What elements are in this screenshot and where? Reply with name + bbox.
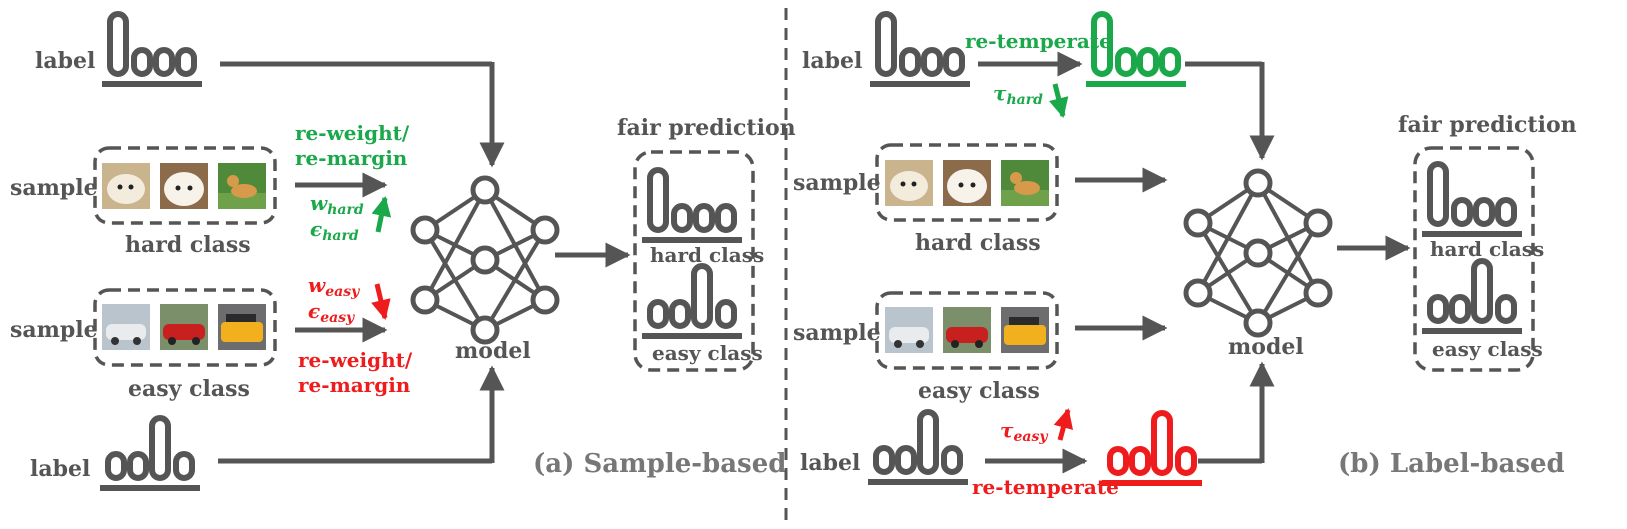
car-photo — [102, 304, 266, 350]
left-label-bottom: label — [30, 456, 90, 482]
right-tau-easy: τeasy — [1000, 418, 1048, 445]
left-pred-hard: hard class — [650, 243, 764, 267]
right-pred-easy: easy class — [1432, 337, 1543, 361]
left-easy-class: easy class — [128, 376, 250, 402]
left-hard-op-2: re-margin — [295, 146, 408, 170]
left-pred-easy: easy class — [652, 341, 763, 365]
hard-sample-box — [93, 146, 277, 225]
left-model: model — [455, 338, 531, 364]
left-sample-bottom: sample — [10, 317, 98, 343]
right-hard-sample-box — [875, 143, 1059, 222]
car-photo-right — [885, 307, 1049, 353]
easy-sample-box — [93, 288, 277, 367]
retemperated-easy-histogram-icon — [1102, 413, 1202, 483]
left-label-top: label — [35, 48, 95, 74]
right-label-bottom: label — [800, 450, 860, 476]
neural-network-icon-right — [1186, 171, 1330, 335]
dog-photo — [102, 163, 266, 209]
easy-label-histogram-icon-right — [868, 412, 968, 482]
easy-prediction-histogram-icon-right — [1422, 261, 1522, 331]
left-easy-op-1: re-weight/ — [298, 348, 413, 372]
right-label-top: label — [802, 48, 862, 74]
right-model: model — [1228, 334, 1304, 360]
left-prediction-box — [633, 150, 755, 372]
right-prediction-box — [1413, 146, 1535, 372]
left-hard-class: hard class — [125, 232, 251, 258]
left-hard-op-1: re-weight/ — [295, 121, 410, 145]
left-w-easy: weasy — [308, 273, 360, 300]
right-hard-class: hard class — [915, 230, 1041, 256]
left-eps-easy: ϵeasy — [308, 299, 355, 326]
tau-hard-down-arrow-icon — [1048, 83, 1069, 118]
easy-prediction-histogram-icon — [642, 266, 742, 336]
hard-label-histogram-icon-right — [870, 14, 970, 84]
left-w-hard: whard — [310, 191, 364, 218]
easy-label-histogram-icon — [100, 418, 200, 488]
left-sample-top: sample — [10, 175, 98, 201]
tau-easy-up-arrow-icon — [1053, 408, 1074, 441]
right-caption: (b) Label-based — [1338, 449, 1565, 479]
right-easy-sample-box — [875, 291, 1059, 370]
left-easy-op-2: re-margin — [298, 373, 411, 397]
left-eps-hard: ϵhard — [310, 217, 359, 244]
neural-network-icon — [413, 178, 557, 342]
right-sample-top: sample — [793, 170, 881, 196]
hard-label-histogram-icon — [102, 14, 202, 84]
right-retemp-top: re-temperate — [965, 29, 1112, 53]
hard-up-arrow-icon — [371, 196, 392, 233]
right-sample-bottom: sample — [793, 320, 881, 346]
left-caption: (a) Sample-based — [533, 449, 786, 479]
left-fair-prediction: fair prediction — [617, 115, 796, 141]
hard-prediction-histogram-icon — [642, 170, 742, 240]
easy-down-arrow-icon — [371, 283, 391, 320]
dog-photo-right — [885, 160, 1049, 206]
right-easy-class: easy class — [918, 378, 1040, 404]
right-pred-hard: hard class — [1430, 237, 1544, 261]
right-fair-prediction: fair prediction — [1398, 112, 1577, 138]
hard-prediction-histogram-icon-right — [1422, 164, 1522, 234]
right-retemp-bottom: re-temperate — [972, 475, 1119, 499]
right-tau-hard: τhard — [993, 81, 1043, 108]
